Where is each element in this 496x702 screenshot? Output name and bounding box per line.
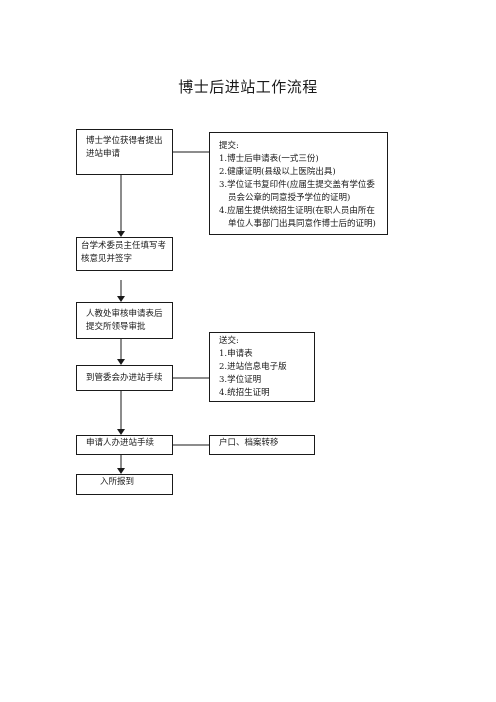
submit-item-4: 4.应届生提供统招生证明(在职人员由所在 [219,206,375,216]
step-hr-approval-line-2: 提交所领导审批 [86,322,146,332]
step-committee-review-line-1: 台学术委员主任填写考 [81,241,167,251]
step-committee-review: 台学术委员主任填写考 核意见并签字 [76,237,173,271]
step-apply-line-1: 博士学位获得者提出 [86,136,163,146]
send-item-4: 4.统招生证明 [219,388,270,398]
send-heading: 送交: [219,336,239,346]
submit-item-3-cont: 员会公章的同意授予学位的证明) [228,193,351,203]
step-apply: 博士学位获得者提出 进站申请 [76,129,173,175]
step-report-in-line-1: 入所报到 [100,477,135,487]
send-item-1: 1.申请表 [219,349,253,359]
step-management-procedure-line-1: 到管委会办进站手续 [86,373,163,383]
send-item-2: 2.进站信息电子版 [219,362,287,372]
step-report-in: 入所报到 [76,474,173,495]
submit-documents-box: 提交: 1.博士后申请表(一式三份) 2.健康证明(县级以上医院出具) 3.学位… [209,132,388,235]
send-documents-box: 送交: 1.申请表 2.进站信息电子版 3.学位证明 4.统招生证明 [209,332,315,402]
step-applicant-procedure: 申请人办进站手续 [76,435,173,455]
step-management-procedure: 到管委会办进站手续 [76,365,173,391]
submit-item-4-cont: 单位人事部门出具同意作博士后的证明) [228,219,376,229]
transfer-label: 户口、档案转移 [219,438,279,448]
submit-item-1: 1.博士后申请表(一式三份) [219,154,319,164]
transfer-box: 户口、档案转移 [209,435,315,455]
page-title: 博士后进站工作流程 [178,78,318,96]
step-committee-review-line-2: 核意见并签字 [81,254,133,264]
step-apply-line-2: 进站申请 [86,149,121,159]
submit-heading: 提交: [219,141,239,151]
send-item-3: 3.学位证明 [219,375,262,385]
submit-item-3: 3.学位证书复印件(应届生提交盖有学位委 [219,180,375,190]
step-hr-approval-line-1: 人教处审核申请表后 [86,309,163,319]
submit-item-2: 2.健康证明(县级以上医院出具) [219,167,336,177]
step-hr-approval: 人教处审核申请表后 提交所领导审批 [76,302,173,339]
step-applicant-procedure-line-1: 申请人办进站手续 [86,438,155,448]
